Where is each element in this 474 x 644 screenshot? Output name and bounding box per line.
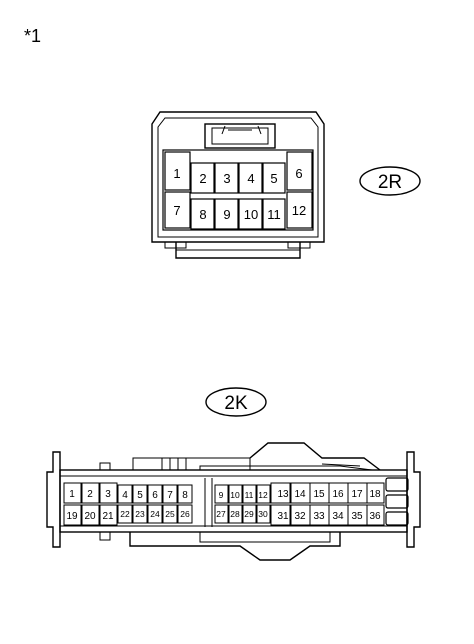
connector-2r (151, 111, 325, 259)
pin-2k-16: 16 (332, 489, 344, 500)
pin-2k-14: 14 (294, 489, 306, 500)
pin-2k-4: 4 (122, 490, 128, 501)
pin-2r-2: 2 (199, 171, 206, 186)
connector-2r-pin-labels: 1 2 3 4 5 6 7 8 9 10 11 12 (173, 166, 306, 222)
note-marker: *1 (24, 26, 42, 46)
pin-2k-1: 1 (69, 489, 75, 500)
pin-2k-24: 24 (150, 509, 160, 519)
pin-2r-1: 1 (173, 166, 180, 181)
pin-2r-7: 7 (173, 203, 180, 218)
connector-2k-label: 2K (205, 387, 267, 417)
connector-2k (46, 442, 421, 561)
pin-2k-34: 34 (332, 511, 344, 522)
pin-2r-6: 6 (295, 166, 302, 181)
pin-2k-36: 36 (369, 511, 381, 522)
pin-2k-8: 8 (182, 490, 188, 501)
pin-2k-17: 17 (351, 489, 363, 500)
pin-2r-5: 5 (270, 171, 277, 186)
connector-2r-label: 2R (359, 166, 421, 196)
pin-2k-3: 3 (105, 489, 111, 500)
pin-2k-33: 33 (313, 511, 325, 522)
pin-2k-20: 20 (84, 511, 96, 522)
pin-2k-12: 12 (258, 490, 268, 500)
svg-text:2K: 2K (224, 393, 248, 414)
pin-2k-32: 32 (294, 511, 306, 522)
pin-2k-21: 21 (102, 511, 114, 522)
pin-2k-5: 5 (137, 490, 143, 501)
pin-2k-23: 23 (135, 509, 145, 519)
pin-2r-9: 9 (223, 207, 230, 222)
connector-2k-pin-labels: 1 2 3 4 5 6 7 8 19 20 21 13 14 15 16 17 … (66, 489, 381, 522)
pin-2k-31: 31 (277, 511, 289, 522)
svg-text:2R: 2R (378, 172, 402, 193)
connector-2k-cells-left (63, 482, 193, 526)
pin-2k-10: 10 (230, 490, 240, 500)
pin-2k-9: 9 (219, 490, 224, 500)
connector-2k-cells-right (214, 482, 385, 526)
pin-2k-29: 29 (244, 509, 254, 519)
pin-2k-22: 22 (120, 509, 130, 519)
pin-2k-27: 27 (216, 509, 226, 519)
pin-2k-30: 30 (258, 509, 268, 519)
pin-2r-8: 8 (199, 207, 206, 222)
pin-2r-10: 10 (244, 207, 258, 222)
pin-2k-35: 35 (351, 511, 363, 522)
pin-2k-26: 26 (180, 509, 190, 519)
pin-2r-12: 12 (292, 203, 306, 218)
pin-2k-2: 2 (87, 489, 93, 500)
pin-2k-7: 7 (167, 490, 173, 501)
pin-2k-11: 11 (245, 490, 254, 500)
pin-2r-4: 4 (247, 171, 254, 186)
pin-2k-19: 19 (66, 511, 78, 522)
pin-2r-11: 11 (267, 207, 281, 222)
pin-2k-15: 15 (313, 489, 325, 500)
pin-2k-28: 28 (230, 509, 240, 519)
pin-2k-13: 13 (277, 489, 289, 500)
pin-2k-6: 6 (152, 490, 158, 501)
pin-2k-25: 25 (165, 509, 175, 519)
pin-2k-18: 18 (369, 489, 381, 500)
pin-2r-3: 3 (223, 171, 230, 186)
